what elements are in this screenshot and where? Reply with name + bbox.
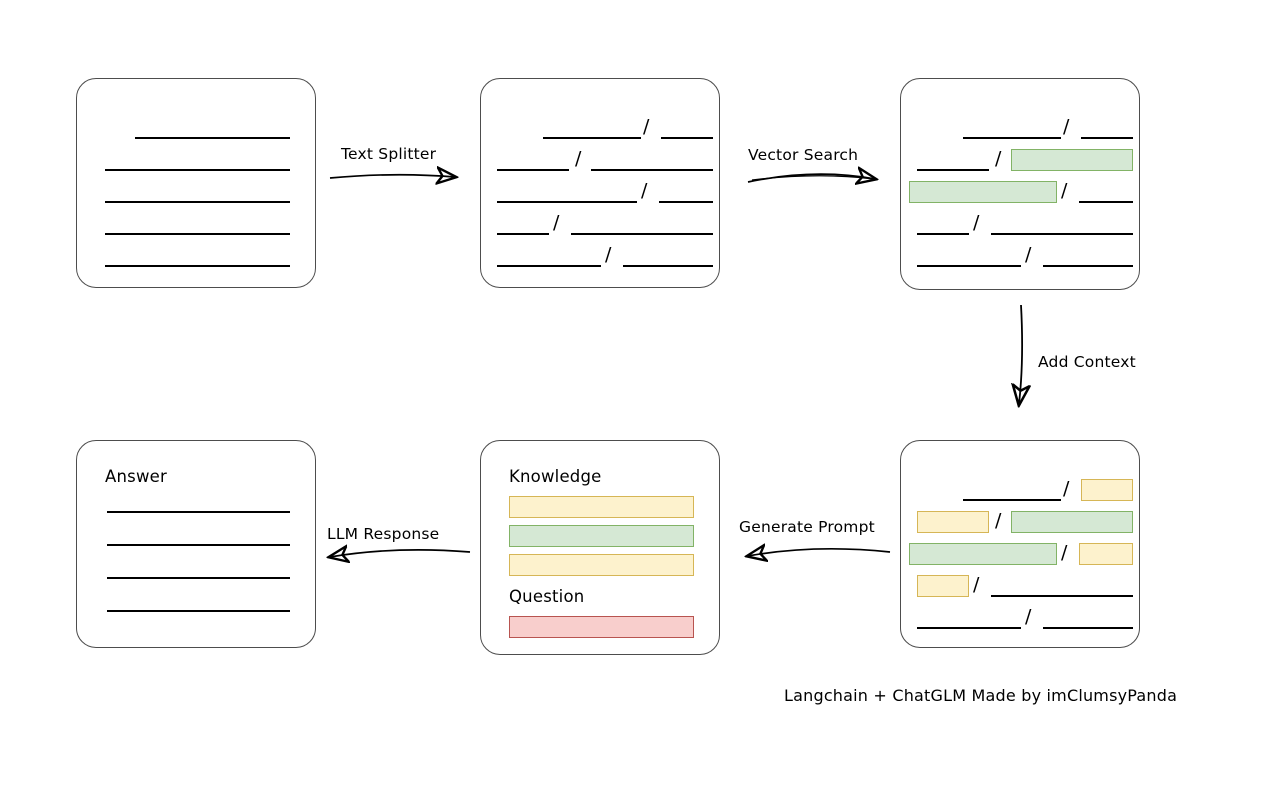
context-chunk-highlight (917, 575, 969, 597)
arrow-text-splitter (329, 175, 455, 178)
answer-title: Answer (105, 467, 167, 486)
answer-body: Answer (77, 441, 315, 647)
split-chunks-body: / / / / / (481, 79, 719, 287)
answer-text-line (107, 544, 290, 546)
arrow-llm-response (330, 550, 471, 557)
chunk-separator-slash: / (1025, 605, 1032, 628)
edge-label-llm-response: LLM Response (327, 525, 440, 543)
chunk-separator-slash: / (553, 211, 560, 234)
node-answer[interactable]: Answer (76, 440, 316, 648)
chunk-separator-slash: / (973, 573, 980, 596)
matched-chunk-highlight (1011, 149, 1133, 171)
node-prompt[interactable]: Knowledge Question (480, 440, 720, 655)
arrow-vector-search (747, 174, 875, 182)
text-line (917, 627, 1021, 629)
chunk-separator-slash: / (1063, 115, 1070, 138)
node-context-added[interactable]: / / / / / (900, 440, 1140, 648)
node-source-document[interactable] (76, 78, 316, 288)
answer-text-line (107, 511, 290, 513)
arrow-generate-prompt (748, 549, 891, 556)
diagram-caption: Langchain + ChatGLM Made by imClumsyPand… (784, 686, 1178, 705)
knowledge-bar (509, 525, 694, 547)
vector-matches-body: / / / / / (901, 79, 1139, 289)
text-line (623, 265, 713, 267)
chunk-separator-slash: / (995, 509, 1002, 532)
text-line (497, 233, 549, 235)
context-chunk-highlight (917, 511, 989, 533)
context-added-body: / / / / / (901, 441, 1139, 647)
text-line (1043, 265, 1133, 267)
knowledge-bar (509, 496, 694, 518)
chunk-separator-slash: / (605, 243, 612, 266)
matched-chunk-highlight (1011, 511, 1133, 533)
chunk-separator-slash: / (641, 179, 648, 202)
text-line (1079, 201, 1133, 203)
source-document-body (77, 79, 315, 287)
chunk-separator-slash: / (1063, 477, 1070, 500)
knowledge-bar (509, 554, 694, 576)
text-line (571, 233, 713, 235)
text-line (1043, 627, 1133, 629)
matched-chunk-highlight (909, 543, 1057, 565)
text-line (105, 169, 290, 171)
matched-chunk-highlight (909, 181, 1057, 203)
chunk-separator-slash: / (995, 147, 1002, 170)
text-line (963, 137, 1061, 139)
chunk-separator-slash: / (973, 211, 980, 234)
prompt-body: Knowledge Question (481, 441, 719, 654)
text-line (543, 137, 641, 139)
text-line (661, 137, 713, 139)
chunk-separator-slash: / (1025, 243, 1032, 266)
text-line (497, 265, 601, 267)
context-chunk-highlight (1079, 543, 1133, 565)
text-line (917, 265, 1021, 267)
text-line (917, 169, 989, 171)
text-line (591, 169, 713, 171)
answer-text-line (107, 577, 290, 579)
edge-label-text-splitter: Text Splitter (341, 145, 437, 163)
text-line (659, 201, 713, 203)
text-line (991, 595, 1133, 597)
prompt-knowledge-label: Knowledge (509, 467, 602, 486)
text-line (497, 169, 569, 171)
arrow-add-context (1019, 304, 1022, 404)
text-line (963, 499, 1061, 501)
context-chunk-highlight (1081, 479, 1133, 501)
text-line (497, 201, 637, 203)
text-line (105, 265, 290, 267)
node-split-chunks[interactable]: / / / / / (480, 78, 720, 288)
edge-label-add-context: Add Context (1038, 353, 1136, 371)
question-bar (509, 616, 694, 638)
edge-label-vector-search: Vector Search (748, 146, 859, 164)
chunk-separator-slash: / (1061, 179, 1068, 202)
answer-text-line (107, 610, 290, 612)
edge-label-generate-prompt: Generate Prompt (739, 518, 875, 536)
text-line (991, 233, 1133, 235)
text-line (135, 137, 290, 139)
text-line (105, 233, 290, 235)
text-line (917, 233, 969, 235)
prompt-question-label: Question (509, 587, 585, 606)
text-line (105, 201, 290, 203)
chunk-separator-slash: / (1061, 541, 1068, 564)
text-line (1081, 137, 1133, 139)
chunk-separator-slash: / (643, 115, 650, 138)
chunk-separator-slash: / (575, 147, 582, 170)
node-vector-matches[interactable]: / / / / / (900, 78, 1140, 290)
